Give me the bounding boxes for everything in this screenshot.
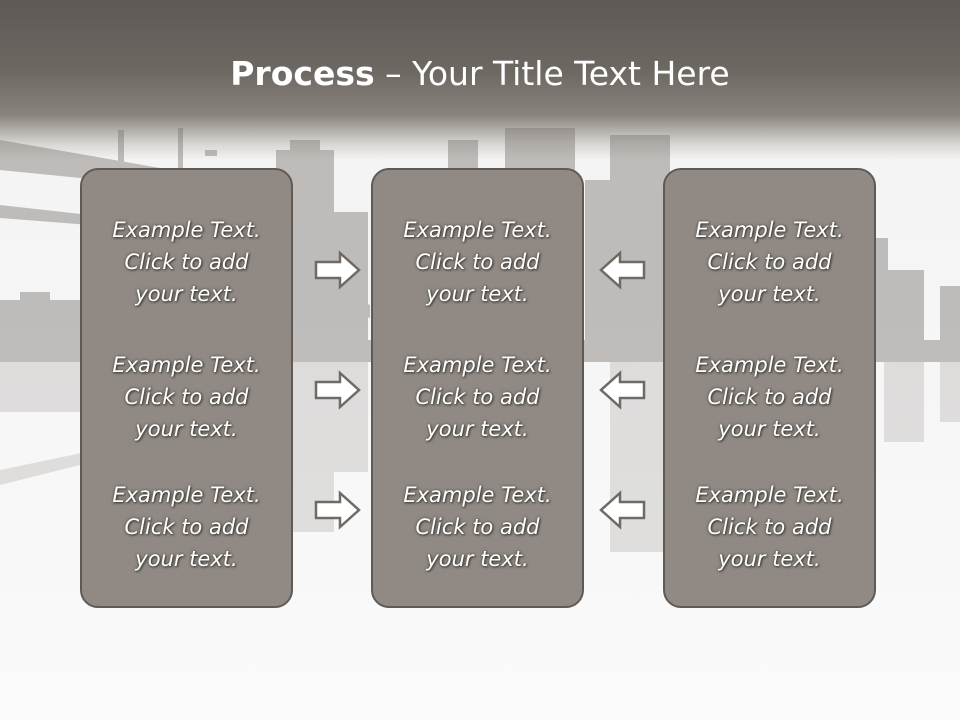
left-arrow-icon bbox=[599, 370, 646, 410]
process-panel-left[interactable]: Example Text. Click to add your text. Ex… bbox=[80, 168, 293, 608]
right-arrow-icon bbox=[314, 250, 361, 290]
panel-text-item[interactable]: Example Text. Click to add your text. bbox=[373, 349, 582, 445]
left-arrow-icon bbox=[599, 250, 646, 290]
panel-text-item[interactable]: Example Text. Click to add your text. bbox=[665, 349, 874, 445]
item-line: Click to add bbox=[124, 250, 249, 274]
item-line: your text. bbox=[426, 417, 529, 441]
item-line: Click to add bbox=[707, 250, 832, 274]
panel-text-item[interactable]: Example Text. Click to add your text. bbox=[82, 479, 291, 575]
item-line: Example Text. bbox=[112, 218, 261, 242]
item-line: your text. bbox=[426, 547, 529, 571]
panel-text-item[interactable]: Example Text. Click to add your text. bbox=[82, 349, 291, 445]
item-line: Example Text. bbox=[403, 218, 552, 242]
item-line: your text. bbox=[135, 417, 238, 441]
header-band bbox=[0, 0, 960, 160]
item-line: your text. bbox=[135, 282, 238, 306]
panel-text-item[interactable]: Example Text. Click to add your text. bbox=[665, 479, 874, 575]
item-line: Example Text. bbox=[695, 353, 844, 377]
item-line: Click to add bbox=[415, 515, 540, 539]
item-line: Click to add bbox=[415, 385, 540, 409]
panel-text-item[interactable]: Example Text. Click to add your text. bbox=[373, 479, 582, 575]
panel-text-item[interactable]: Example Text. Click to add your text. bbox=[373, 214, 582, 310]
item-line: Click to add bbox=[124, 515, 249, 539]
item-line: Example Text. bbox=[112, 353, 261, 377]
item-line: Example Text. bbox=[403, 483, 552, 507]
item-line: your text. bbox=[426, 282, 529, 306]
process-panel-center[interactable]: Example Text. Click to add your text. Ex… bbox=[371, 168, 584, 608]
item-line: your text. bbox=[135, 547, 238, 571]
item-line: Example Text. bbox=[695, 218, 844, 242]
panel-text-item[interactable]: Example Text. Click to add your text. bbox=[665, 214, 874, 310]
right-arrow-icon bbox=[314, 370, 361, 410]
item-line: Click to add bbox=[707, 385, 832, 409]
slide-title[interactable]: Process – Your Title Text Here bbox=[0, 54, 960, 93]
item-line: Example Text. bbox=[695, 483, 844, 507]
left-arrow-icon bbox=[599, 490, 646, 530]
item-line: your text. bbox=[718, 547, 821, 571]
item-line: Click to add bbox=[707, 515, 832, 539]
process-panel-right[interactable]: Example Text. Click to add your text. Ex… bbox=[663, 168, 876, 608]
item-line: Example Text. bbox=[403, 353, 552, 377]
item-line: your text. bbox=[718, 282, 821, 306]
right-arrow-icon bbox=[314, 490, 361, 530]
title-rest-part: – Your Title Text Here bbox=[374, 54, 730, 93]
item-line: Click to add bbox=[415, 250, 540, 274]
item-line: Click to add bbox=[124, 385, 249, 409]
title-bold-part: Process bbox=[230, 54, 375, 93]
item-line: your text. bbox=[718, 417, 821, 441]
panel-text-item[interactable]: Example Text. Click to add your text. bbox=[82, 214, 291, 310]
item-line: Example Text. bbox=[112, 483, 261, 507]
